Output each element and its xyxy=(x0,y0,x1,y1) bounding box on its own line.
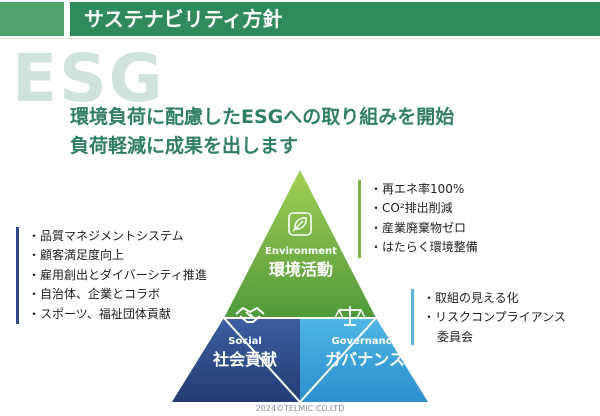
list-item: ・スポーツ、福祉団体貢献 xyxy=(28,306,171,321)
page-title: サステナビリティ方針 xyxy=(84,7,283,31)
environment-label-en: Environment xyxy=(265,246,337,257)
list-item: ・雇用創出とダイバーシティ推進 xyxy=(28,267,207,282)
governance-label: Governance ガバナンス xyxy=(300,335,430,371)
lead-line-1: 環境負荷に配慮したESGへの取り組みを開始 xyxy=(70,106,455,128)
governance-bullet-bar xyxy=(411,289,414,345)
leaf-icon xyxy=(288,212,312,236)
lead-line-2: 負荷軽減に成果を出します xyxy=(70,135,299,157)
environment-segment xyxy=(224,170,376,318)
governance-bullets: ・取組の見える化 ・リスクコンプライアンス 委員会 xyxy=(411,289,566,345)
social-bullets: ・品質マネジメントシステム ・顧客満足度向上 ・雇用創出とダイバーシティ推進 ・… xyxy=(16,227,207,324)
lead-text: 環境負荷に配慮したESGへの取り組みを開始 負荷軽減に成果を出します xyxy=(70,103,454,161)
pyramid-separator-right xyxy=(299,317,377,403)
list-item: ・自治体、企業とコラボ xyxy=(28,287,161,302)
list-item: ・産業廃棄物ゼロ xyxy=(370,220,467,235)
social-bullet-bar xyxy=(16,227,19,324)
header-divider xyxy=(0,38,600,39)
scales-icon xyxy=(333,306,367,326)
header-band xyxy=(70,2,600,36)
list-item: ・品質マネジメントシステム xyxy=(28,229,184,243)
list-item: ・リスクコンプライアンス xyxy=(423,310,566,325)
list-item: ・再エネ率100% xyxy=(370,182,465,196)
social-label-jp: 社会貢献 xyxy=(212,350,277,369)
list-item: 委員会 xyxy=(437,329,474,344)
esg-watermark: ESG xyxy=(12,40,165,117)
handshake-icon xyxy=(235,307,265,323)
list-item: ・はたらく環境整備 xyxy=(370,240,478,255)
header-bar: サステナビリティ方針 xyxy=(0,0,600,38)
list-item: ・顧客満足度向上 xyxy=(28,248,125,263)
governance-label-jp: ガバナンス xyxy=(325,350,405,369)
governance-label-en: Governance xyxy=(331,336,399,347)
environment-bullets: ・再エネ率100% ・CO²排出削減 ・産業廃棄物ゼロ ・はたらく環境整備 xyxy=(358,180,478,258)
governance-segment xyxy=(300,318,428,402)
environment-label-jp: 環境活動 xyxy=(268,260,333,279)
social-segment-lower xyxy=(172,318,300,402)
copyright-footer: 2024©TELMIC CO.LTD xyxy=(255,404,345,413)
social-label: Social 社会貢献 xyxy=(180,335,310,371)
environment-bullet-bar xyxy=(358,180,361,258)
social-label-en: Social xyxy=(228,336,262,347)
list-item: ・CO²排出削減 xyxy=(370,201,453,216)
environment-label: Environment 環境活動 xyxy=(246,245,356,281)
header-accent xyxy=(0,2,64,36)
pyramid-separator-left xyxy=(223,317,301,403)
list-item: ・取組の見える化 xyxy=(423,291,519,305)
